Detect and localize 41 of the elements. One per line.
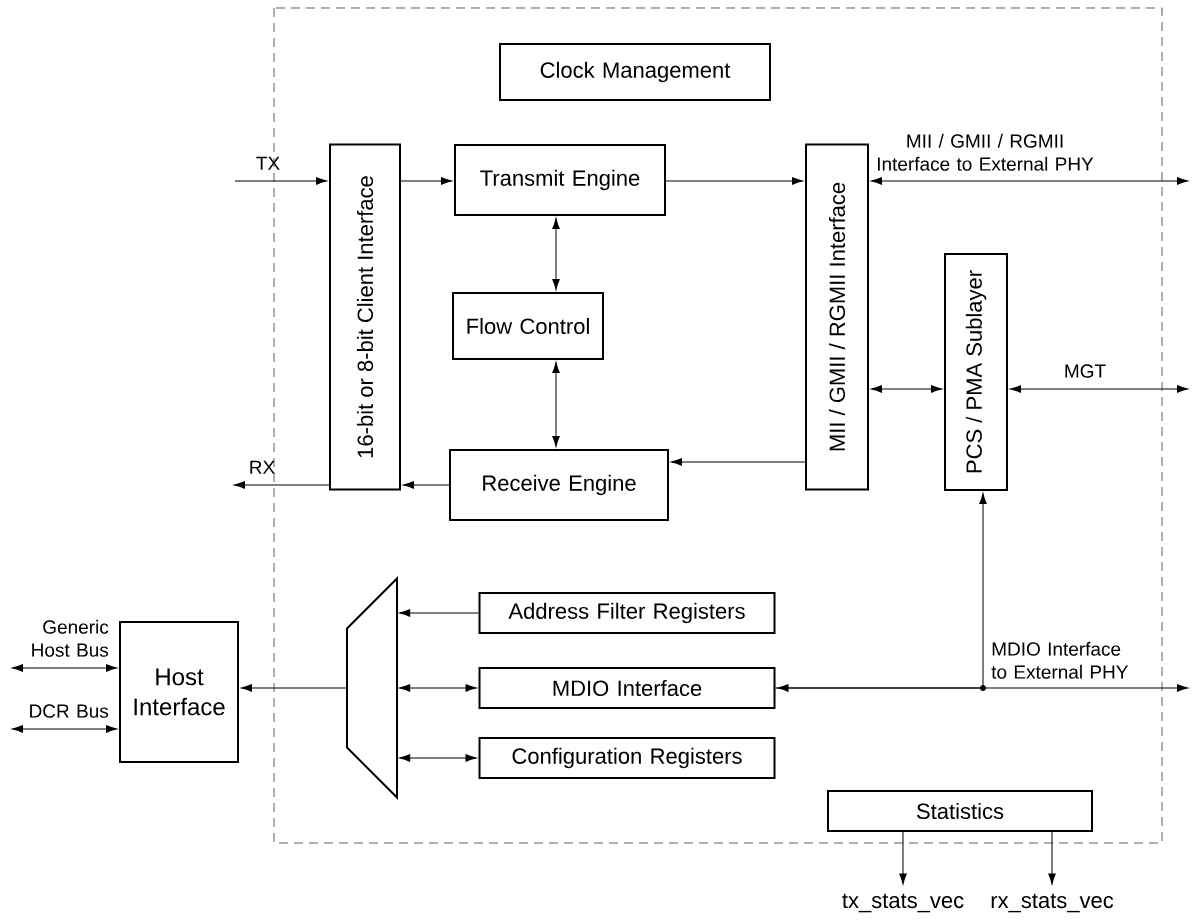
arrow <box>399 684 477 692</box>
edge-label: Generic Host Bus <box>32 619 109 657</box>
block-box: 16-bit or 8-bit Client Interface <box>329 143 401 491</box>
arrow <box>241 684 348 692</box>
arrow <box>399 754 477 762</box>
edge-label: MII / GMII / RGMII Interface to External PHY <box>878 133 1094 171</box>
block-box: Configuration Registers <box>478 737 776 779</box>
block-box: Flow Control <box>452 292 604 360</box>
arrow <box>12 725 117 733</box>
arrow <box>671 458 806 466</box>
arrow <box>403 481 450 489</box>
arrow <box>400 177 452 185</box>
signal-label: rx_stats_vec <box>991 893 1114 913</box>
arrow <box>552 362 560 447</box>
arrow <box>665 177 803 185</box>
block-box: Statistics <box>827 790 1093 832</box>
edge-label: RX <box>250 460 275 474</box>
block-box: Host Interface <box>119 621 239 763</box>
arrow <box>899 831 907 885</box>
block-box: Address Filter Registers <box>478 592 776 634</box>
arrow <box>1048 831 1056 885</box>
edge-label: TX <box>256 156 280 170</box>
block-box: Receive Engine <box>449 449 669 521</box>
arrow <box>234 481 330 489</box>
arrow <box>1010 385 1188 393</box>
block-box: Transmit Engine <box>454 144 666 216</box>
block-box: Clock Management <box>499 43 771 101</box>
arrow <box>871 177 1188 185</box>
arrow <box>12 664 117 672</box>
arrow <box>552 218 560 290</box>
signal-label: tx_stats_vec <box>842 893 964 913</box>
arrow <box>399 609 479 617</box>
block-box: PCS / PMA Sublayer <box>944 253 1008 491</box>
edge-label: MDIO Interface to External PHY <box>991 641 1129 679</box>
edge-label: DCR Bus <box>30 704 109 718</box>
block-box: MDIO Interface <box>478 667 776 709</box>
edge-label: MGT <box>1065 364 1106 378</box>
arrow <box>234 177 327 185</box>
arrow <box>871 385 942 393</box>
arrow <box>775 493 987 689</box>
block-box: MII / GMII / RGMII Interface <box>805 143 869 491</box>
